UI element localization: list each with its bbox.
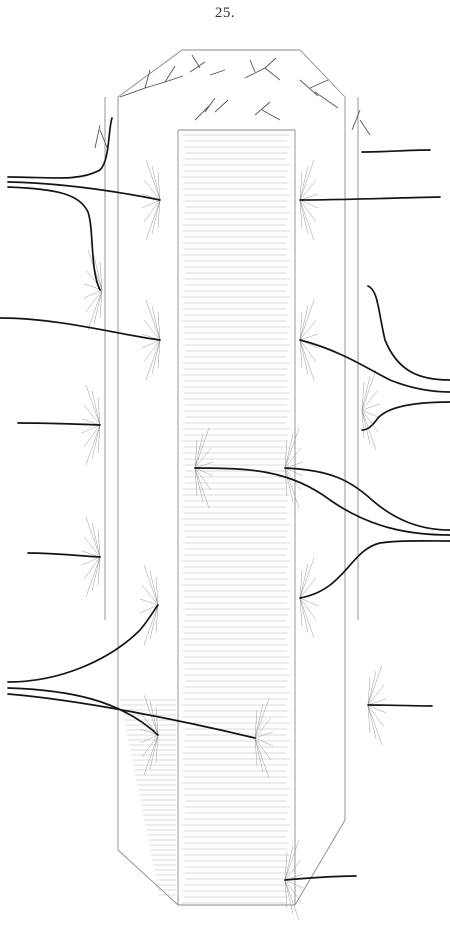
lower-left-facet-shading — [120, 700, 176, 895]
central-column-shading — [182, 135, 290, 903]
terminal-twigs — [95, 55, 370, 150]
nerve-fibers — [0, 118, 450, 880]
nerve-ending-fans — [82, 160, 386, 920]
